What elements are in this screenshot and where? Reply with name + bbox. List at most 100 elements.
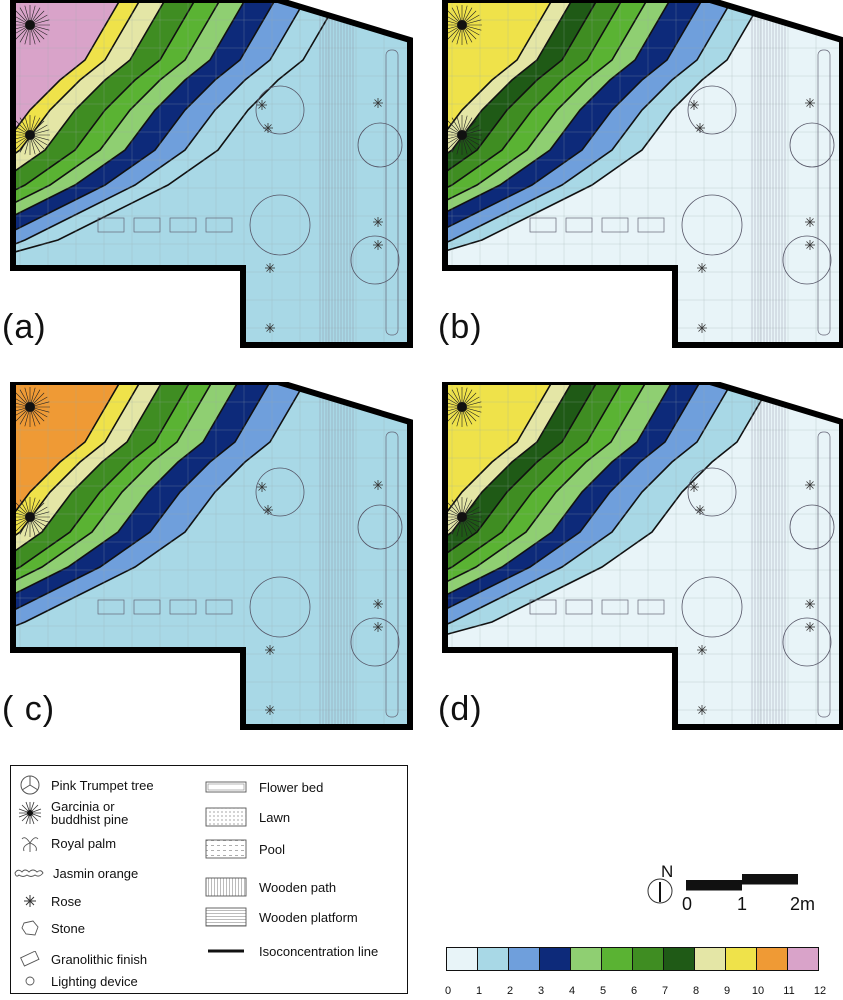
tree-canopy (789, 122, 835, 168)
wooden-path (319, 15, 354, 345)
rose-icon (689, 100, 699, 110)
garden-map-a (10, 0, 413, 348)
granolithic-slab (97, 217, 125, 233)
tree-canopy (255, 467, 305, 517)
north-label: N (661, 862, 674, 881)
wooden-path-icon (205, 877, 247, 897)
north-arrow-circle (647, 878, 673, 904)
colorbar-tick-label: 3 (537, 985, 545, 997)
colorbar-cell (508, 947, 540, 971)
flower-bed (385, 431, 399, 718)
legend-label: Garcinia or buddhist pine (51, 799, 129, 827)
panel-label-d: (d) (438, 690, 483, 728)
granolithic-finish-icon (20, 951, 40, 967)
colorbar-cell (663, 947, 695, 971)
rose-icon (697, 645, 707, 655)
colorbar-tick-label: 5 (599, 985, 607, 997)
tree-canopy (687, 467, 737, 517)
royal-palm-icon (21, 837, 39, 852)
legend-label: Pink Trumpet tree (51, 777, 154, 793)
colorbar-tick-label: 10 (751, 985, 765, 997)
granolithic-slab (637, 217, 665, 233)
colorbar-cell (694, 947, 726, 971)
rose-icon (265, 323, 275, 333)
colorbar-tick-label: 7 (661, 985, 669, 997)
tree-canopy (350, 235, 400, 285)
tree-canopy (249, 576, 311, 638)
legend-label: Lawn (259, 809, 291, 825)
garden-map-b (442, 0, 843, 348)
scale-label-0: 0 (682, 894, 693, 914)
lighting-device-icon (25, 976, 35, 986)
legend-item-garcinia: Garcinia or buddhist pine (17, 800, 161, 826)
concentration-band (445, 0, 554, 272)
colorbar-cell (477, 947, 509, 971)
rose-icon (695, 123, 705, 133)
rose-icon (805, 98, 815, 108)
garcinia-pine-icon (13, 5, 50, 45)
granolithic-slab (205, 599, 233, 615)
tree-canopy (681, 576, 743, 638)
rose-icon (697, 263, 707, 273)
granolithic-slab (529, 217, 557, 233)
tree-canopy (357, 122, 403, 168)
garden-map-c (10, 382, 413, 730)
rose-icon (805, 480, 815, 490)
scale-bar-graphic (647, 874, 798, 904)
rose-icon (805, 240, 815, 250)
granolithic-slab (97, 599, 125, 615)
wooden-path (751, 397, 786, 727)
granolithic-slab (133, 217, 161, 233)
legend-label: Granolithic finish (51, 951, 148, 967)
colorbar-cell (632, 947, 664, 971)
granolithic-slab (637, 599, 665, 615)
legend-item-lighting: Lighting device (17, 973, 138, 989)
tree-canopy (681, 194, 743, 256)
flower-bed-icon (205, 781, 247, 793)
scale-label-1: 1 (737, 894, 748, 914)
tree-canopy (687, 85, 737, 135)
garcinia-pine-icon (13, 387, 50, 427)
wooden-path (751, 15, 786, 345)
tree-canopy (357, 504, 403, 550)
rose-icon (805, 622, 815, 632)
rose-icon (805, 217, 815, 227)
colorbar-cell (756, 947, 788, 971)
concentration-band (13, 382, 122, 654)
panel-label-b: (b) (438, 308, 483, 346)
colorbar-cell (787, 947, 819, 971)
rose-icon (697, 323, 707, 333)
colorbar-tick-label: 6 (630, 985, 638, 997)
legend-item-wooden-platform: Wooden platform (201, 906, 358, 928)
flower-bed (385, 49, 399, 336)
garden-boundary (442, 382, 843, 730)
lawn-icon (205, 807, 247, 827)
concentration-band (13, 0, 122, 272)
rose-icon (373, 622, 383, 632)
rose-icon (373, 480, 383, 490)
legend-item-pink-trumpet: Pink Trumpet tree (17, 774, 154, 796)
colorbar-cell (539, 947, 571, 971)
granolithic-slab (205, 217, 233, 233)
scale-segment-2 (742, 874, 798, 884)
wooden-platform-icon (205, 907, 247, 927)
colorbar-tick-label: 12 (813, 985, 827, 997)
concentration-colorbar (446, 947, 824, 973)
granolithic-slab (565, 217, 593, 233)
legend-label: Lighting device (51, 973, 138, 989)
rose-icon (265, 645, 275, 655)
rose-icon (373, 98, 383, 108)
legend-label: Isoconcentration line (259, 943, 379, 959)
legend-label: Wooden platform (259, 909, 358, 925)
legend-label: Flower bed (259, 779, 324, 795)
legend-label: Rose (51, 893, 82, 909)
colorbar-cell (446, 947, 478, 971)
legend-label: Pool (259, 841, 286, 857)
rose-icon (373, 217, 383, 227)
rose-icon (257, 482, 267, 492)
colorbar-tick-label: 4 (568, 985, 576, 997)
granolithic-slab (529, 599, 557, 615)
legend-item-isoline: Isoconcentration line (201, 940, 378, 962)
colorbar-tick-label: 11 (783, 985, 795, 997)
granolithic-slab (565, 599, 593, 615)
